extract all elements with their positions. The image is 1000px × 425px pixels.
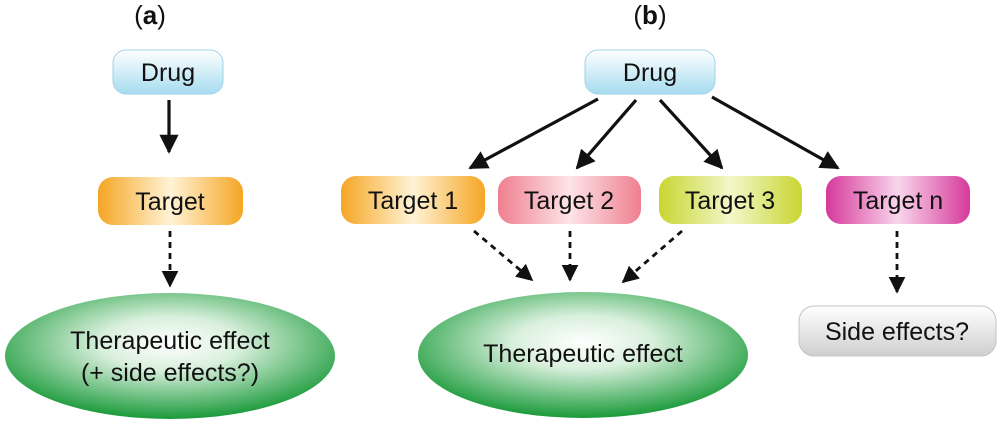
panel-a-effect-line1: Therapeutic effect <box>70 327 270 355</box>
panel-b-side-effects-label: Side effects? <box>825 318 969 346</box>
panel-b-target-n-node: Target n <box>826 176 970 224</box>
panel-b-drug-label: Drug <box>623 59 677 87</box>
panel-a-drug-node: Drug <box>112 49 224 95</box>
panel-b-target-n-label: Target n <box>853 187 943 215</box>
panel-a-label: (a) <box>134 0 166 30</box>
panel-b-target-1-to-effect-arrow <box>473 229 534 282</box>
panel-a-target-label: Target <box>135 188 205 216</box>
panel-b-drug-to-target-n-arrow <box>711 95 840 170</box>
panel-a-effect-node: Therapeutic effect (+ side effects?) <box>5 293 335 419</box>
panel-b-drug-node: Drug <box>584 49 716 95</box>
panel-b-drug-to-target-1-arrow <box>468 97 599 170</box>
panel-b-drug-to-target-3-arrow <box>658 98 724 170</box>
panel-b-target-2-label: Target 2 <box>524 187 614 215</box>
panel-b-target-1-label: Target 1 <box>368 187 458 215</box>
panel-b-target-3-label: Target 3 <box>685 187 775 215</box>
panel-b-label: (b) <box>633 0 666 30</box>
panel-b-target-3-to-effect-arrow <box>621 229 683 284</box>
panel-b-target-3-node: Target 3 <box>659 176 802 224</box>
panel-b-effect-label: Therapeutic effect <box>483 340 683 368</box>
panel-b-effect-node: Therapeutic effect <box>418 292 748 418</box>
panel-a-target-node: Target <box>98 177 243 225</box>
panel-b-drug-to-target-2-arrow <box>575 98 638 170</box>
panel-b-target-2-node: Target 2 <box>498 176 641 224</box>
panel-a-effect-line2: (+ side effects?) <box>81 359 259 387</box>
panel-b-side-effects-node: Side effects? <box>798 305 997 357</box>
panel-a-drug-label: Drug <box>141 59 195 87</box>
panel-b-target-1-node: Target 1 <box>341 176 485 224</box>
